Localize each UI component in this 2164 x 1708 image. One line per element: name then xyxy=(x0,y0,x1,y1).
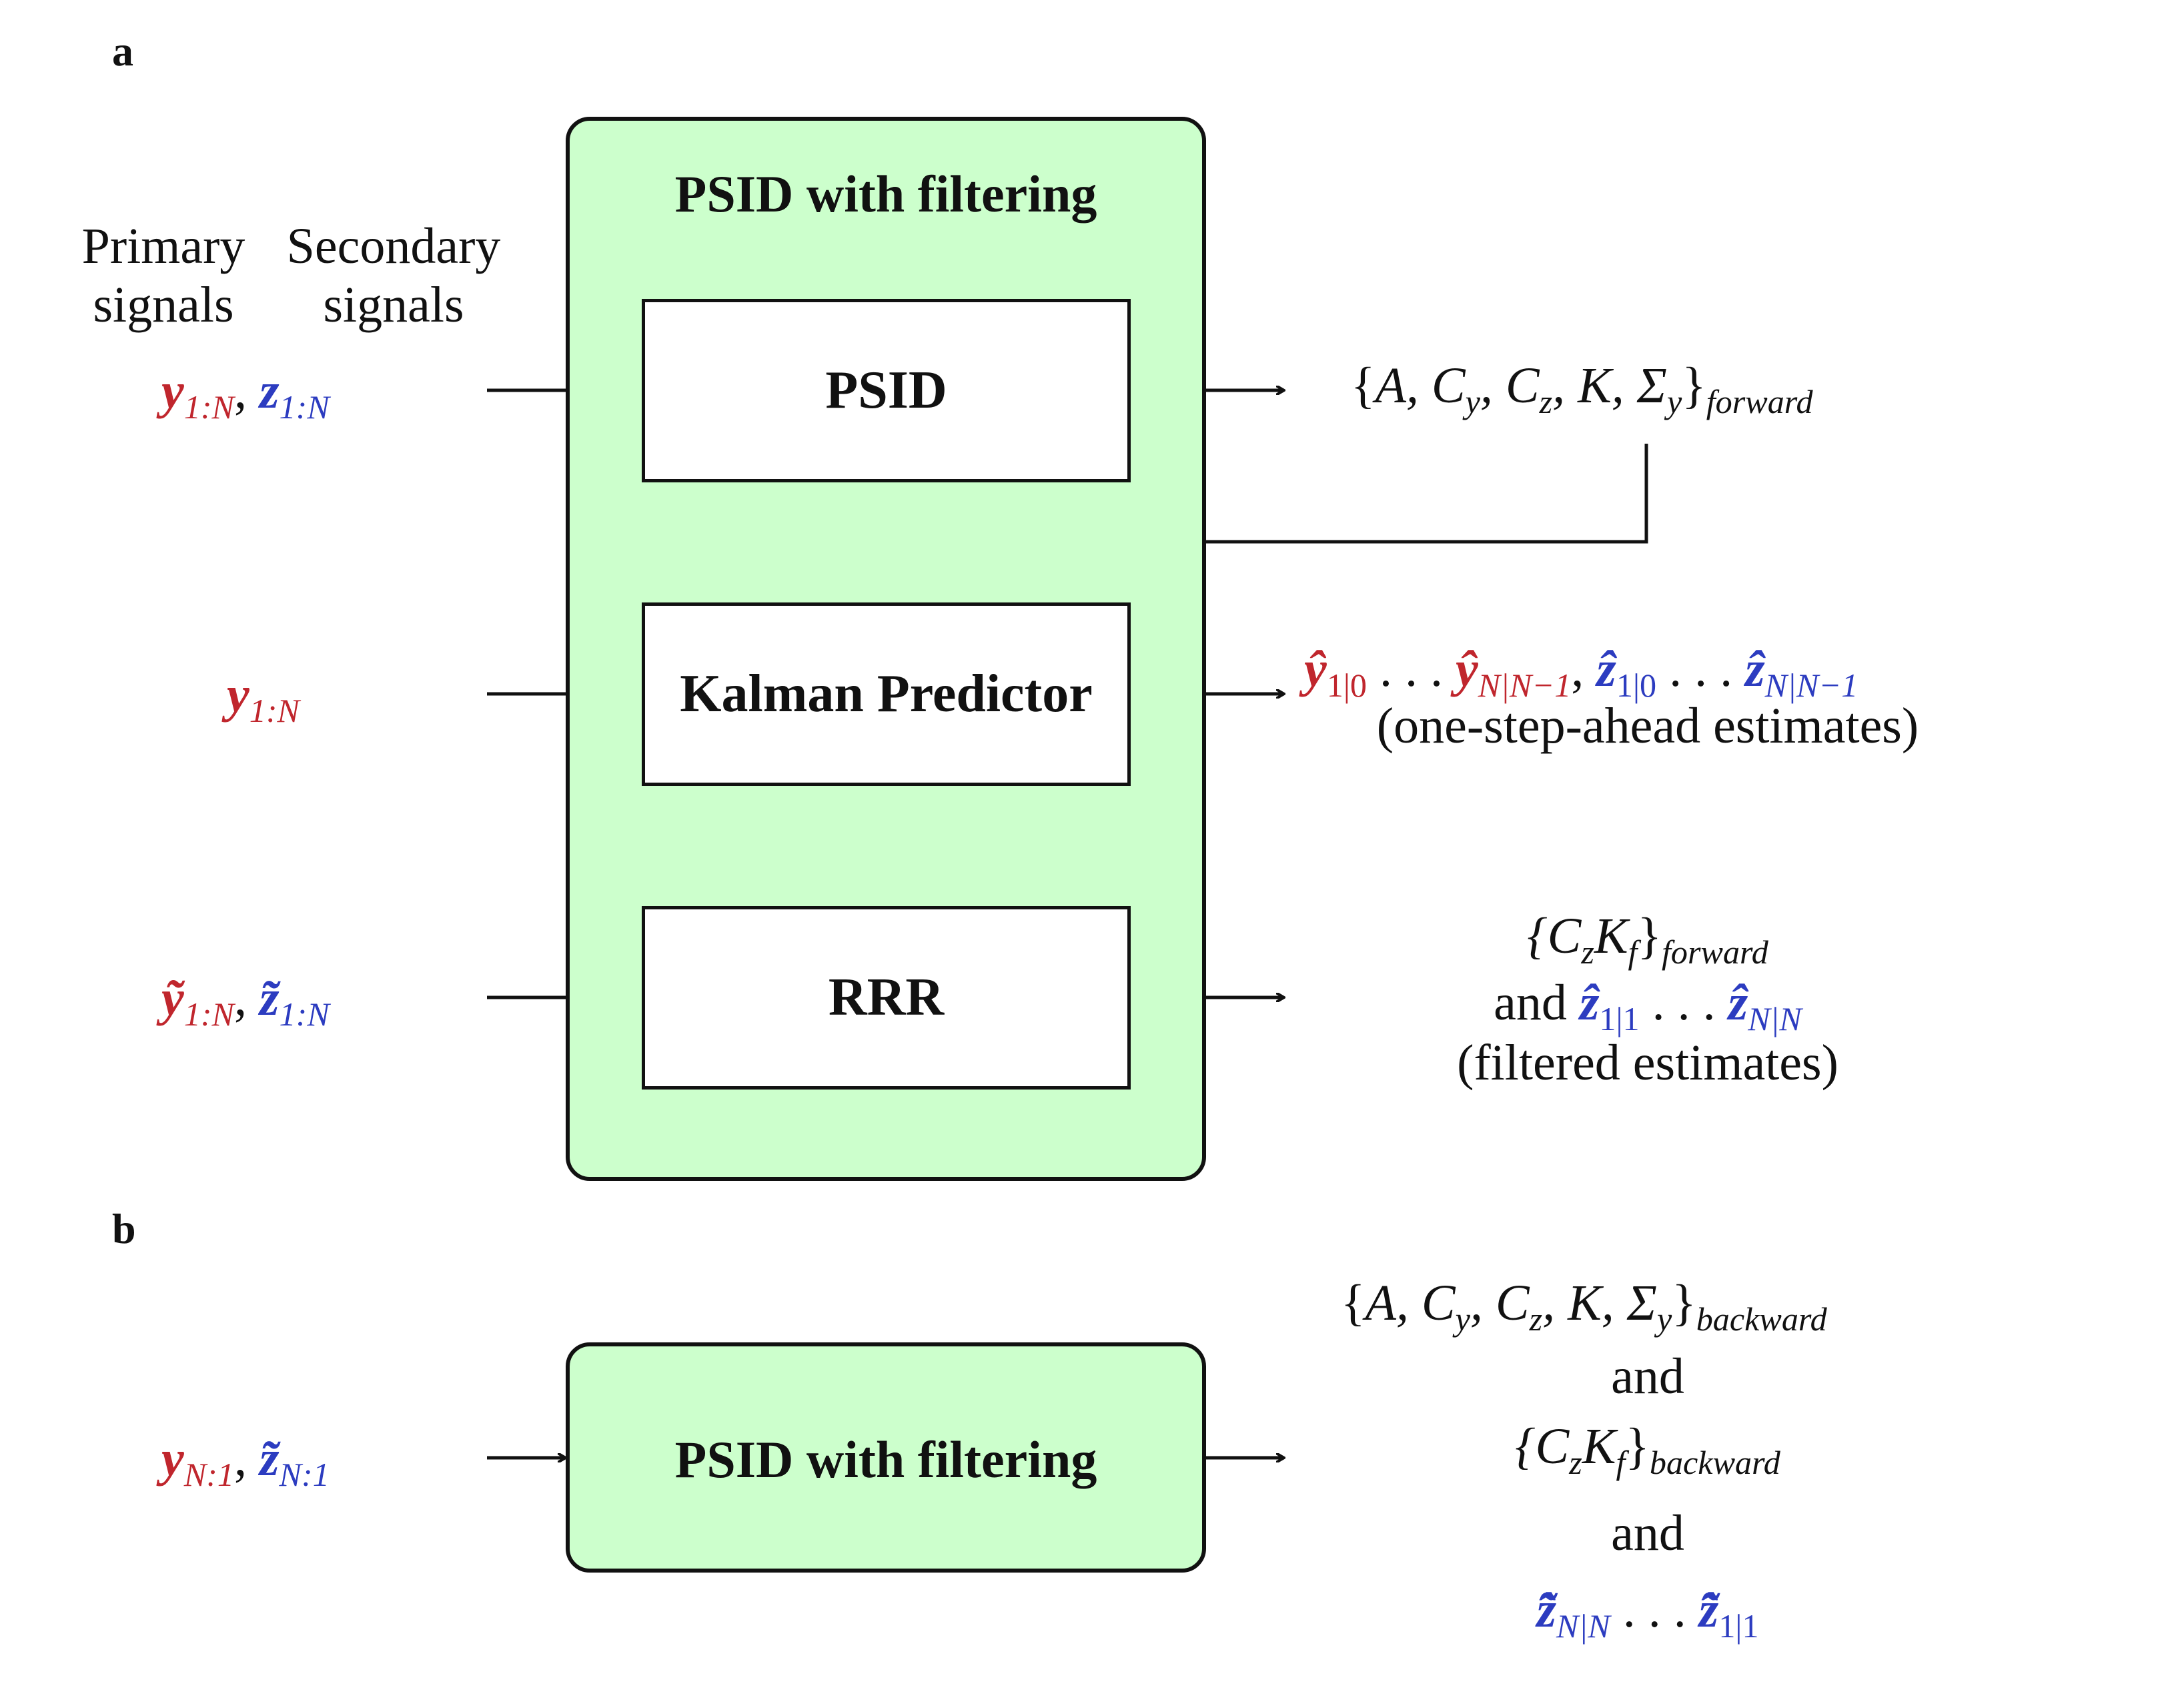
backward-params-output: {A, Cy, Cz, K, Σy}backward xyxy=(1341,1275,1827,1338)
psid-filtering-b-title: PSID with filtering xyxy=(674,1430,1097,1488)
panel-label-a: a xyxy=(112,27,133,75)
backward-estimates-output: z̃̂N|N . . . z̃̂1|1 xyxy=(1536,1582,1759,1645)
forward-params-output: {A, Cy, Cz, K, Σy}forward xyxy=(1351,358,1813,421)
rrr-block: RRR xyxy=(642,906,1131,1090)
backward-and-1: and xyxy=(1611,1348,1684,1404)
psid-block: PSID xyxy=(642,299,1131,482)
input-row4: yN:1, z̃N:1 xyxy=(161,1430,330,1494)
rrr-output-caption: (filtered estimates) xyxy=(1457,1035,1838,1091)
input-row2: y1:N xyxy=(227,667,300,730)
container-title: PSID with filtering xyxy=(674,165,1097,223)
rrr-output-estimates: and ẑ1|1 . . . ẑN|N xyxy=(1494,975,1802,1038)
backward-ck-output: {CzKf}backward xyxy=(1515,1418,1780,1482)
kalman-estimates-output: ŷ1|0 . . . ŷN|N−1, ẑ1|0 . . . ẑN|N−1 xyxy=(1304,641,1858,705)
input-row3: ỹ1:N, z̃1:N xyxy=(161,970,330,1033)
input-row1: y1:N, z1:N xyxy=(161,363,330,426)
kalman-estimates-caption: (one-step-ahead estimates) xyxy=(1376,698,1919,754)
kalman-predictor-block: Kalman Predictor xyxy=(642,602,1131,786)
psid-filtering-block-b: PSID with filtering xyxy=(566,1342,1206,1573)
panel-label-b: b xyxy=(112,1205,136,1252)
backward-and-2: and xyxy=(1611,1505,1684,1561)
rrr-output-params: {CzKf}forward xyxy=(1527,908,1768,971)
